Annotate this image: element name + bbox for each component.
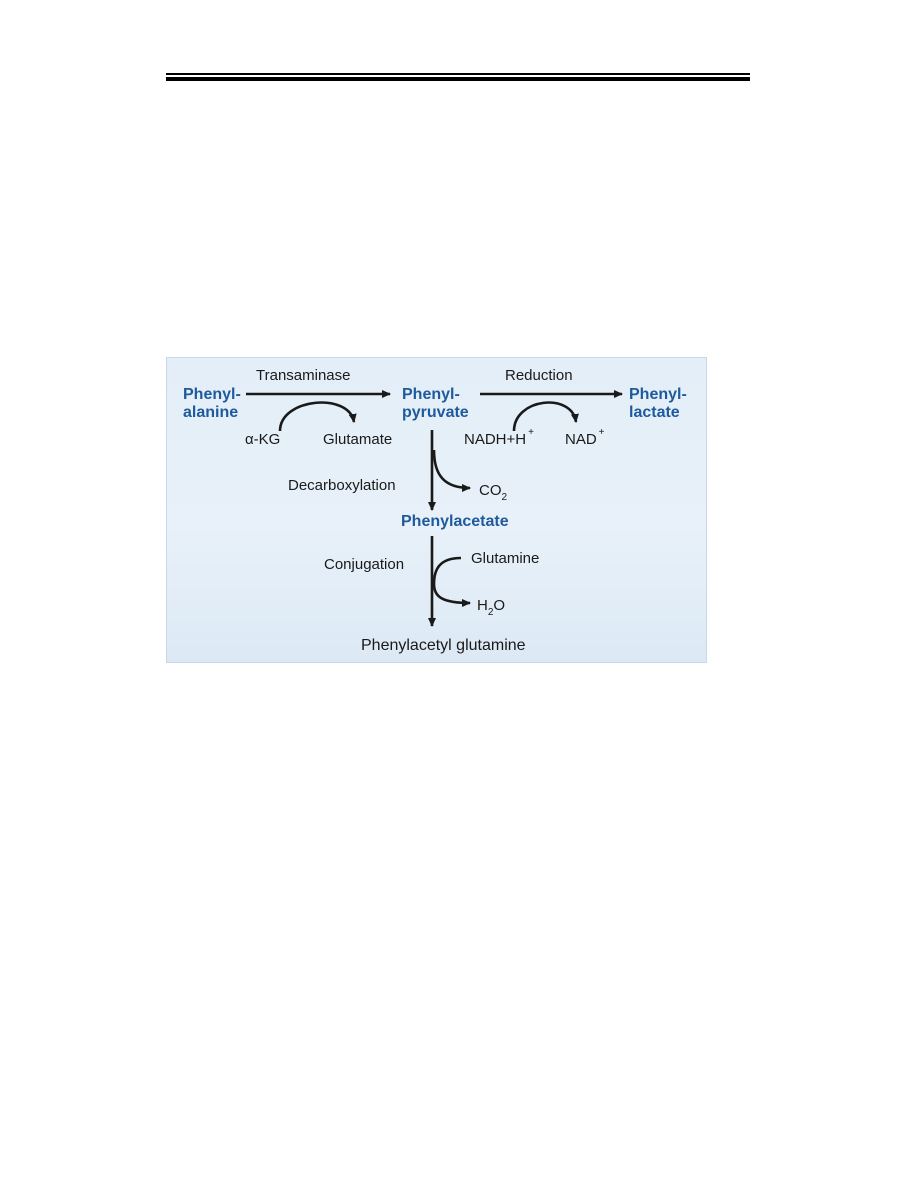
nadh-label: NADH+H+ [464, 427, 534, 448]
diagram-arrows [246, 390, 623, 627]
co2-label: CO2 [479, 482, 508, 503]
nad-label: NAD+ [565, 427, 605, 448]
phenylpyruvate-label: Phenyl- pyruvate [402, 386, 469, 421]
phenylacetyl-glutamine-label: Phenylacetyl glutamine [361, 637, 526, 654]
alpha-kg-label: α-KG [245, 431, 281, 448]
h2o-label: H2O [477, 597, 506, 618]
reduction-cofactor-curve [512, 401, 579, 432]
header-rule-thick [166, 77, 750, 81]
phenylacetate-label: Phenylacetate [401, 513, 509, 530]
conjugation-label: Conjugation [324, 556, 405, 573]
phenyllactate-label: Phenyl- lactate [629, 386, 687, 421]
glutamine-label: Glutamine [471, 550, 540, 567]
phenylalanine-metabolism-diagram: Phenyl- alanine Phenyl- pyruvate Phenyl-… [166, 357, 707, 663]
reduction-label: Reduction [505, 367, 573, 384]
co2-release-curve [432, 449, 471, 492]
phenylalanine-label: Phenyl- alanine [183, 386, 241, 421]
glutamate-label: Glutamate [323, 431, 393, 448]
header-rule-thin [166, 73, 750, 75]
decarboxylation-label: Decarboxylation [288, 477, 396, 494]
conjugation-cofactor-curve [432, 556, 471, 607]
transaminase-label: Transaminase [256, 367, 351, 384]
transaminase-cofactor-curve [278, 401, 357, 432]
